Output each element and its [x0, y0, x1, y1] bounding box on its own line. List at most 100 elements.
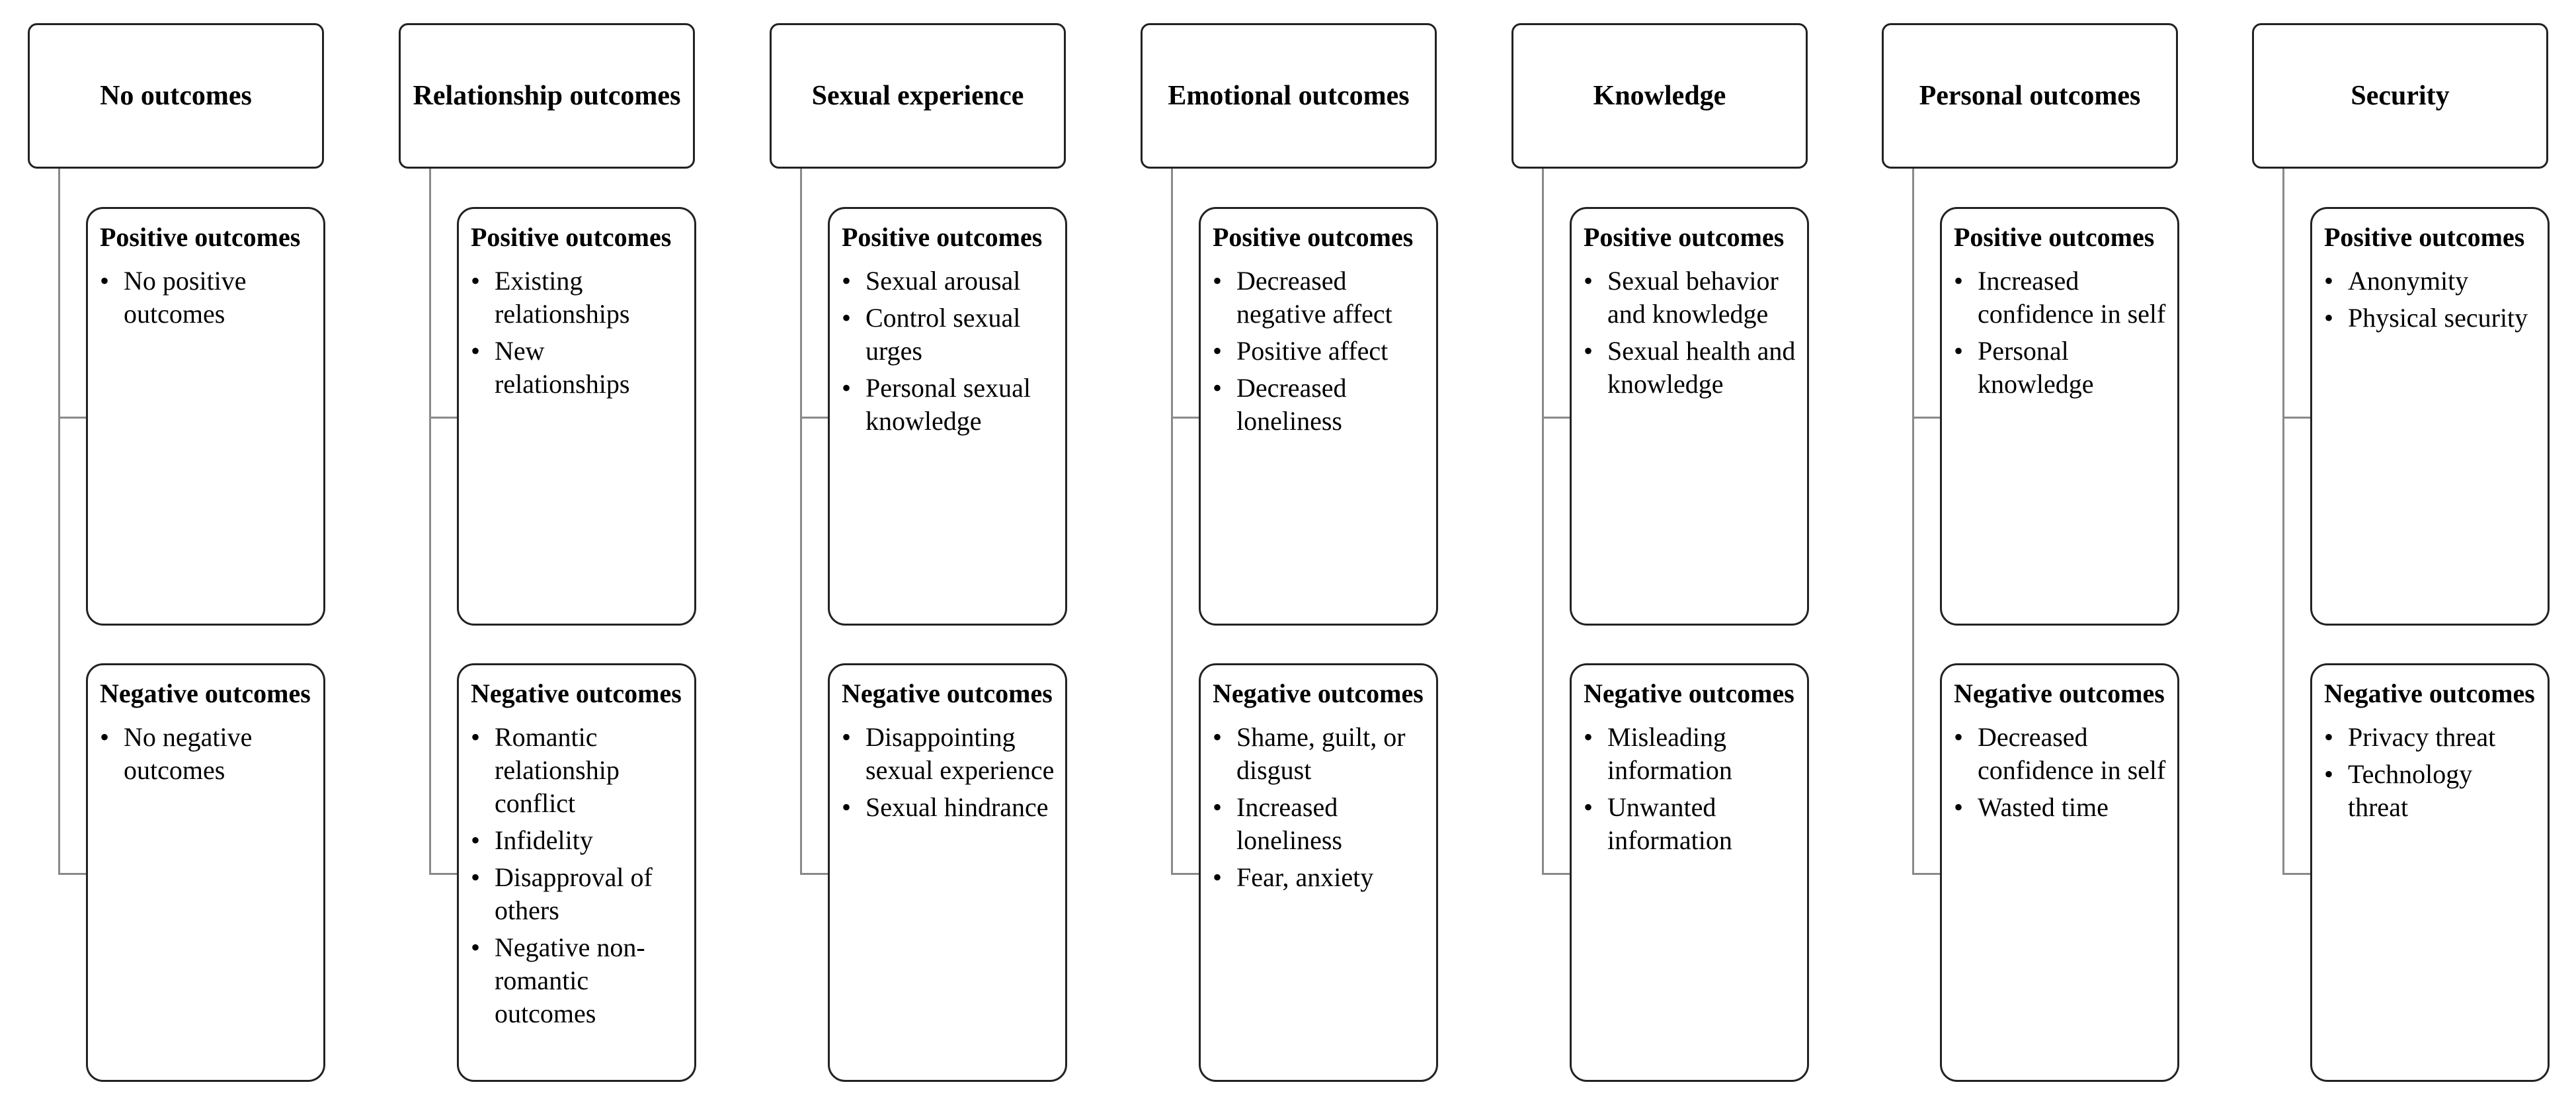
outcome-item: Personal knowledge: [1954, 335, 2168, 401]
outcome-item: Shame, guilt, or disgust: [1213, 721, 1427, 787]
negative-outcomes-list: Decreased confidence in selfWasted time: [1954, 721, 2168, 824]
outcome-item: Decreased loneliness: [1213, 372, 1427, 438]
outcome-item: Increased loneliness: [1213, 791, 1427, 857]
negative-outcomes-box: Negative outcomes No negative outcomes: [86, 663, 325, 1082]
category-title: No outcomes: [100, 81, 252, 111]
negative-outcomes-title: Negative outcomes: [842, 678, 1053, 708]
positive-outcomes-box: Positive outcomesDecreased negative affe…: [1199, 207, 1438, 626]
positive-outcomes-box: Positive outcomesAnonymityPhysical secur…: [2310, 207, 2550, 626]
outcome-item: Physical security: [2324, 302, 2538, 335]
category-header: Relationship outcomes: [399, 23, 695, 169]
outcome-item: Existing relationships: [471, 265, 685, 331]
connector-line: [1171, 169, 1173, 875]
negative-outcomes-box: Negative outcomesMisleading informationU…: [1570, 663, 1809, 1082]
outcome-item: Control sexual urges: [842, 302, 1056, 368]
category-header: Security: [2252, 23, 2548, 169]
category-title: Sexual experience: [811, 81, 1024, 111]
category-header: Sexual experience: [770, 23, 1066, 169]
outcome-item: Privacy threat: [2324, 721, 2538, 754]
category-header: Personal outcomes: [1882, 23, 2178, 169]
category-title: Emotional outcomes: [1168, 81, 1410, 111]
outcome-item: Positive affect: [1213, 335, 1427, 368]
outcome-item: Sexual health and knowledge: [1584, 335, 1798, 401]
outcome-item: Infidelity: [471, 824, 685, 857]
category-title: Security: [2351, 81, 2450, 111]
category-header: No outcomes: [28, 23, 324, 169]
positive-outcomes-list: Existing relationshipsNew relationships: [471, 265, 685, 401]
positive-outcomes-box: Positive outcomes No positive outcomes: [86, 207, 325, 626]
negative-outcomes-list: Privacy threatTechnology threat: [2324, 721, 2538, 824]
negative-outcomes-title: Negative outcomes: [1954, 678, 2165, 708]
outcome-item: Misleading information: [1584, 721, 1798, 787]
outcome-item: No positive outcomes: [100, 265, 314, 331]
positive-outcomes-list: Increased confidence in selfPersonal kno…: [1954, 265, 2168, 401]
negative-outcomes-box: Negative outcomesDisappointing sexual ex…: [828, 663, 1067, 1082]
positive-outcomes-title: Positive outcomes: [842, 222, 1043, 252]
negative-outcomes-list: No negative outcomes: [100, 721, 314, 787]
connector-line: [429, 169, 431, 875]
connector-line: [2282, 169, 2284, 875]
negative-outcomes-title: Negative outcomes: [2324, 678, 2535, 708]
negative-outcomes-list: Shame, guilt, or disgustIncreased loneli…: [1213, 721, 1427, 894]
outcome-item: Unwanted information: [1584, 791, 1798, 857]
outcome-item: Decreased confidence in self: [1954, 721, 2168, 787]
positive-outcomes-title: Positive outcomes: [2324, 222, 2525, 252]
negative-outcomes-list: Romantic relationship conflictInfidelity…: [471, 721, 685, 1030]
connector-line: [800, 169, 802, 875]
category-title: Relationship outcomes: [413, 81, 681, 111]
positive-outcomes-title: Positive outcomes: [100, 222, 301, 252]
category-header: Knowledge: [1511, 23, 1808, 169]
outcome-item: Decreased negative affect: [1213, 265, 1427, 331]
negative-outcomes-list: Disappointing sexual experienceSexual hi…: [842, 721, 1056, 824]
negative-outcomes-title: Negative outcomes: [1213, 678, 1424, 708]
outcome-item: Wasted time: [1954, 791, 2168, 824]
outcome-item: New relationships: [471, 335, 685, 401]
outcome-item: Sexual arousal: [842, 265, 1056, 298]
negative-outcomes-box: Negative outcomesDecreased confidence in…: [1940, 663, 2179, 1082]
category-header: Emotional outcomes: [1141, 23, 1437, 169]
positive-outcomes-list: Sexual behavior and knowledgeSexual heal…: [1584, 265, 1798, 401]
outcome-item: Romantic relationship conflict: [471, 721, 685, 820]
connector-line: [58, 169, 60, 875]
negative-outcomes-title: Negative outcomes: [100, 678, 311, 708]
connector-line: [1912, 169, 1914, 875]
negative-outcomes-box: Negative outcomesShame, guilt, or disgus…: [1199, 663, 1438, 1082]
outcome-item: Anonymity: [2324, 265, 2538, 298]
positive-outcomes-list: Sexual arousalControl sexual urgesPerson…: [842, 265, 1056, 438]
outcome-item: Increased confidence in self: [1954, 265, 2168, 331]
negative-outcomes-title: Negative outcomes: [471, 678, 682, 708]
outcome-item: Negative non-romantic outcomes: [471, 931, 685, 1030]
outcome-item: No negative outcomes: [100, 721, 314, 787]
negative-outcomes-box: Negative outcomesRomantic relationship c…: [457, 663, 696, 1082]
positive-outcomes-list: Decreased negative affectPositive affect…: [1213, 265, 1427, 438]
positive-outcomes-title: Positive outcomes: [471, 222, 672, 252]
outcome-item: Sexual hindrance: [842, 791, 1056, 824]
negative-outcomes-box: Negative outcomesPrivacy threatTechnolog…: [2310, 663, 2550, 1082]
negative-outcomes-title: Negative outcomes: [1584, 678, 1794, 708]
outcome-item: Personal sexual knowledge: [842, 372, 1056, 438]
category-title: Knowledge: [1593, 81, 1726, 111]
connector-line: [1542, 169, 1544, 875]
outcome-item: Fear, anxiety: [1213, 861, 1427, 894]
positive-outcomes-box: Positive outcomesIncreased confidence in…: [1940, 207, 2179, 626]
positive-outcomes-title: Positive outcomes: [1584, 222, 1785, 252]
positive-outcomes-title: Positive outcomes: [1213, 222, 1414, 252]
outcome-item: Disapproval of others: [471, 861, 685, 927]
positive-outcomes-title: Positive outcomes: [1954, 222, 2155, 252]
positive-outcomes-box: Positive outcomesExisting relationshipsN…: [457, 207, 696, 626]
outcome-item: Disappointing sexual experience: [842, 721, 1056, 787]
category-title: Personal outcomes: [1919, 81, 2141, 111]
outcome-item: Technology threat: [2324, 758, 2538, 824]
positive-outcomes-list: AnonymityPhysical security: [2324, 265, 2538, 335]
outcome-item: Sexual behavior and knowledge: [1584, 265, 1798, 331]
